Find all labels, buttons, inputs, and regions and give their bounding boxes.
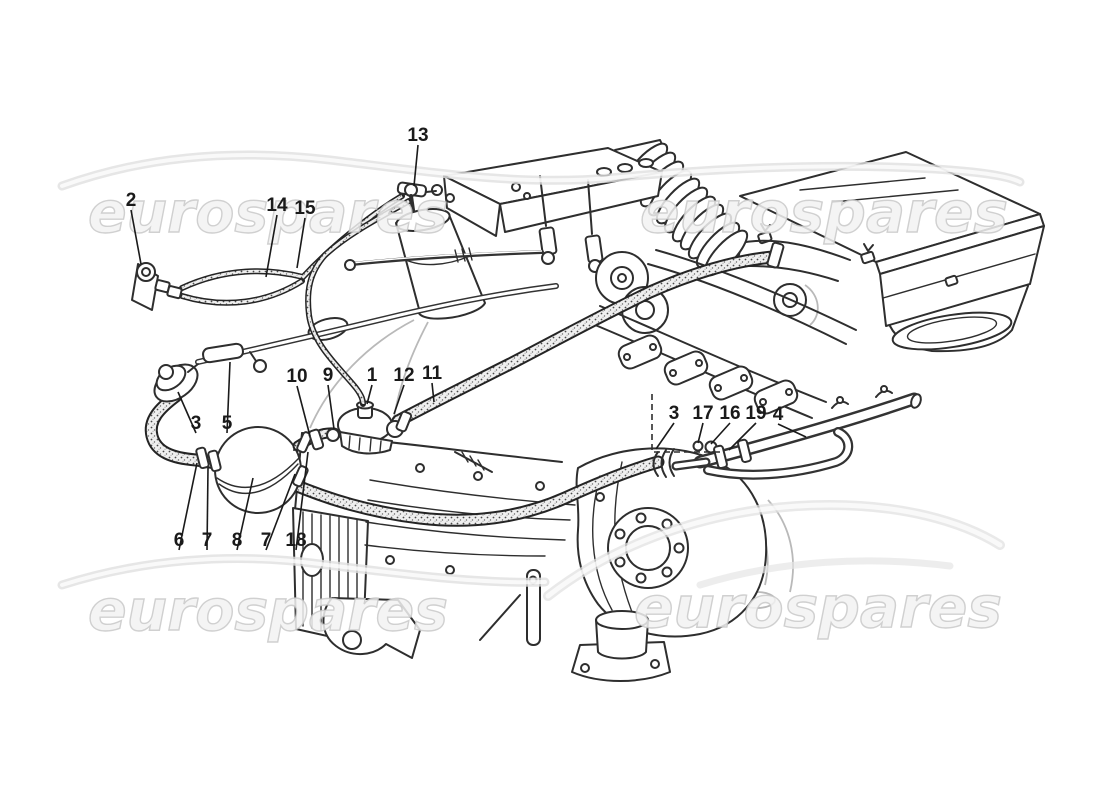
one-way-valve-filter [153,363,199,403]
fitting-part-9 [326,428,340,442]
banjo-bolt [253,359,267,373]
callout-leader-7 [206,467,209,551]
watermark-text: eurospares [634,575,1002,641]
callout-leader-3 [655,422,675,450]
swoosh-bottom-right [543,499,1005,601]
exhaust-flanges [617,334,799,415]
watermark-text: eurospares [88,578,448,644]
part-callout-6: 6 [174,530,185,551]
part-callout-17: 17 [692,403,713,424]
air-pipe-and-filter [195,283,559,373]
bracket-part-2 [131,262,183,311]
airbox-clamp-icons [757,223,959,287]
callout-leader-18 [295,451,309,551]
part-callout-14: 14 [266,195,288,216]
thin-hoses [179,193,412,407]
air-manifold-pipe [651,385,922,480]
watermark-text: eurospares [88,180,448,246]
gearbox [292,432,768,682]
callout-leader-15 [296,217,306,269]
part-callout-19: 19 [745,403,766,424]
clamp-part-10 [308,428,325,451]
part-callout-1: 1 [367,365,378,386]
valve-cover [431,147,663,237]
part-callout-13: 13 [407,125,428,146]
callout-leader-10 [296,385,311,437]
callout-leader-17 [697,422,704,444]
callout-leader-8 [236,477,254,551]
part-callout-4: 4 [773,404,784,425]
callout-leader-16 [710,422,731,445]
check-valve [308,400,413,455]
clamp-part-6 [195,446,210,470]
callout-leader-1 [366,384,373,405]
engine-accessories [307,175,857,419]
part-callout-3: 3 [669,403,680,424]
swoosh-bottom-left [57,554,550,590]
swoosh-top [57,150,1025,191]
part-callout-3: 3 [191,413,202,434]
watermark-text: eurospares [640,180,1008,246]
callout-leader-6 [178,462,198,551]
callout-leader-12 [393,384,405,415]
callout-leader-2 [130,209,142,265]
callout-leader-4 [777,423,807,438]
callout-leader-7 [265,473,296,551]
callout-leader-5 [226,361,231,434]
part-callout-9: 9 [323,365,334,386]
clamp-part-12 [395,410,413,433]
callout-leader-13 [413,144,419,187]
tube-part-5 [202,342,244,364]
part-callout-18: 18 [285,530,306,551]
part-callout-16: 16 [719,403,740,424]
intake-bellows [614,139,749,277]
callout-leader-19 [728,422,757,451]
part-callout-10: 10 [286,366,307,387]
part-callout-12: 12 [393,365,414,386]
clamp-part-7 [207,449,222,473]
callout-leader-14 [265,214,278,278]
callout-leader-11 [431,382,435,403]
part-callout-7: 7 [202,530,213,551]
part-callout-8: 8 [232,530,243,551]
engine-line-art [131,139,1045,682]
watermarks: eurospares eurospares eurospares eurospa… [57,150,1025,645]
hidden-part-dashed-leader [651,394,724,453]
union-part-13 [396,181,437,212]
part-callout-5: 5 [222,413,233,434]
callout-leader-9 [327,384,335,430]
callout-leader-3 [177,391,197,434]
part-callout-11: 11 [422,363,443,384]
part-callout-7: 7 [261,530,272,551]
part-callout-15: 15 [294,198,316,219]
part-callout-2: 2 [126,190,137,211]
